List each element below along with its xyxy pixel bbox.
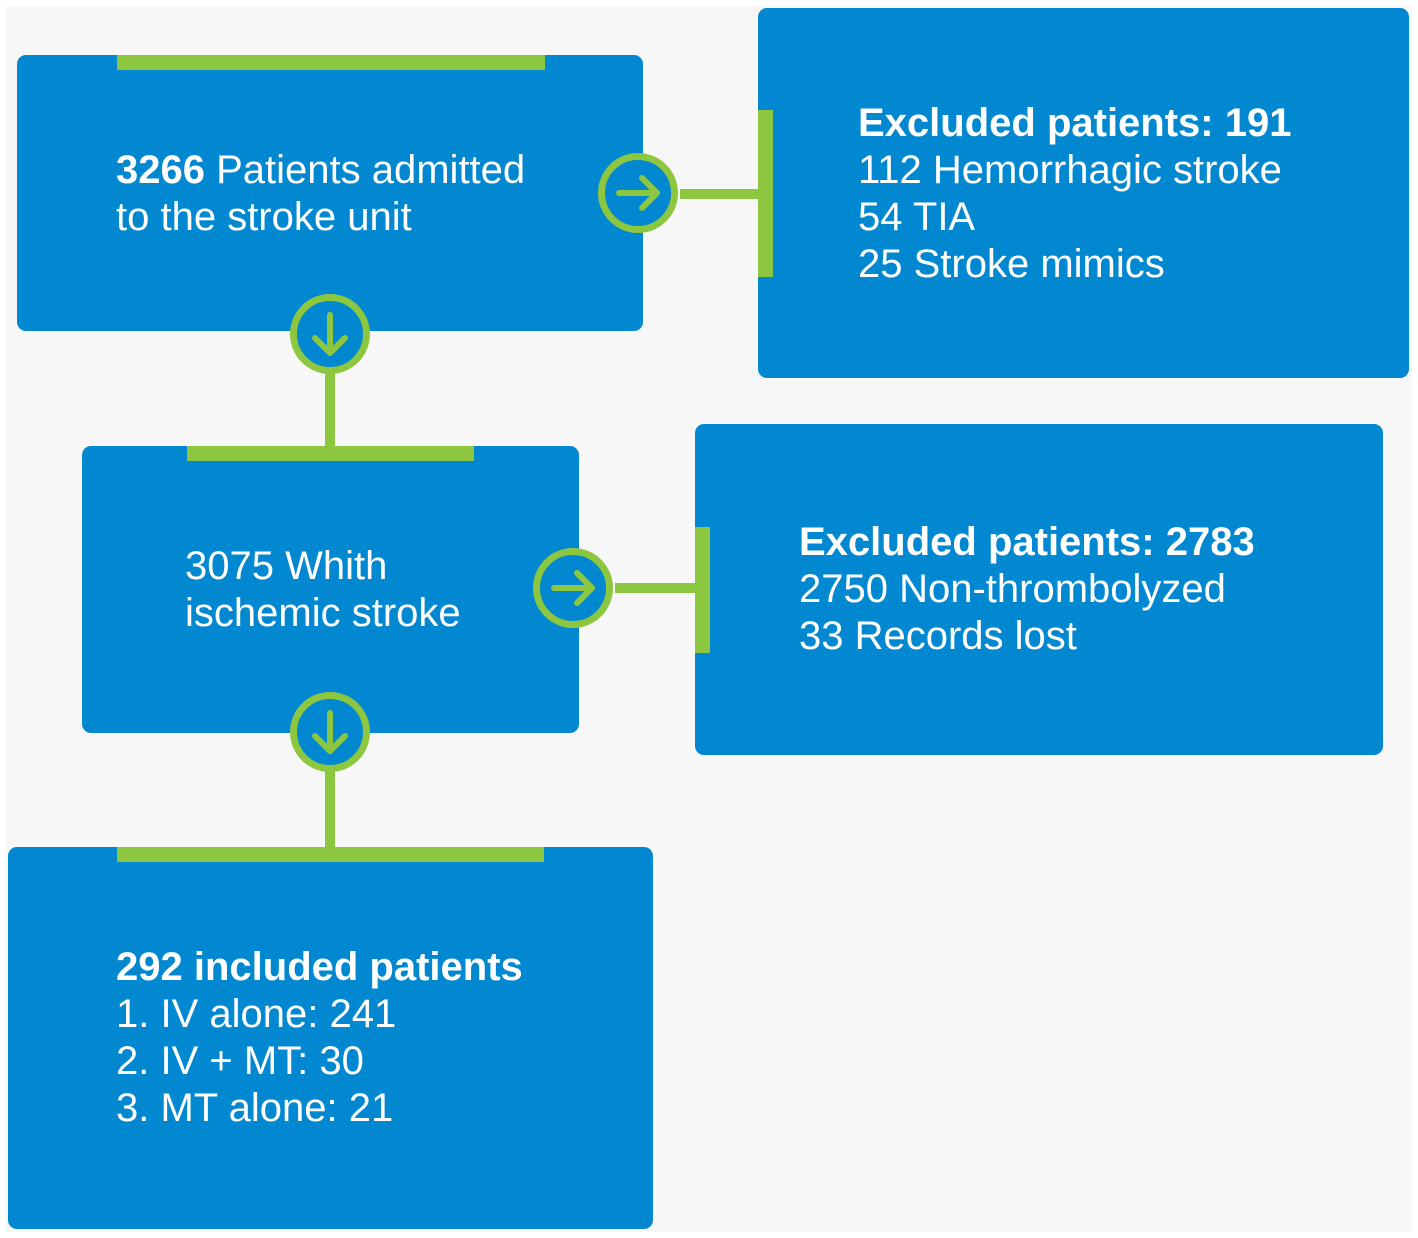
- included-item: 3. MT alone: 21: [116, 1086, 394, 1130]
- accent-bar-excluded-2783: [695, 527, 710, 653]
- excluded-191-box: Excluded patients: 191 112 Hemorrhagic s…: [758, 8, 1409, 378]
- included-item: 1. IV alone: 241: [116, 992, 397, 1036]
- arrow-right-circle-icon: [598, 153, 678, 233]
- excluded-191-item: 25 Stroke mimics: [858, 242, 1165, 286]
- arrow-down-circle-icon: [290, 692, 370, 772]
- accent-bar-excluded-191: [758, 110, 773, 277]
- connector-horizontal-2: [615, 583, 699, 593]
- accent-bar-ischemic: [187, 446, 474, 461]
- included-box: 292 included patients 1. IV alone: 241 2…: [8, 847, 653, 1229]
- connector-vertical-2: [325, 730, 335, 852]
- accent-bar-admitted: [117, 55, 545, 70]
- included-item: 2. IV + MT: 30: [116, 1039, 364, 1083]
- arrow-right-circle-icon: [533, 548, 613, 628]
- ischemic-line2: ischemic stroke: [185, 591, 461, 635]
- admitted-label-line2: to the stroke unit: [116, 195, 412, 239]
- excluded-191-item: 54 TIA: [858, 195, 976, 239]
- excluded-2783-title: Excluded patients: 2783: [799, 520, 1255, 564]
- ischemic-box: 3075 Whith ischemic stroke: [82, 446, 579, 733]
- ischemic-line1: 3075 Whith: [185, 544, 388, 588]
- connector-vertical-1: [325, 330, 335, 450]
- admitted-text: 3266 Patients admitted to the stroke uni…: [116, 147, 525, 241]
- admitted-label-line1: Patients admitted: [204, 148, 526, 192]
- accent-bar-included: [117, 847, 544, 862]
- admitted-box: 3266 Patients admitted to the stroke uni…: [17, 55, 643, 331]
- excluded-191-item: 112 Hemorrhagic stroke: [858, 148, 1282, 192]
- excluded-2783-item: 2750 Non-thrombolyzed: [799, 567, 1226, 611]
- included-title: 292 included patients: [116, 945, 523, 989]
- excluded-191-text: Excluded patients: 191 112 Hemorrhagic s…: [858, 100, 1291, 288]
- excluded-2783-text: Excluded patients: 2783 2750 Non-thrombo…: [799, 519, 1255, 660]
- arrow-down-circle-icon: [290, 294, 370, 374]
- included-text: 292 included patients 1. IV alone: 241 2…: [116, 944, 523, 1132]
- admitted-number: 3266: [116, 148, 205, 192]
- excluded-2783-box: Excluded patients: 2783 2750 Non-thrombo…: [695, 424, 1383, 755]
- ischemic-text: 3075 Whith ischemic stroke: [185, 543, 461, 637]
- excluded-2783-item: 33 Records lost: [799, 614, 1077, 658]
- connector-horizontal-1: [680, 189, 762, 199]
- excluded-191-title: Excluded patients: 191: [858, 101, 1292, 145]
